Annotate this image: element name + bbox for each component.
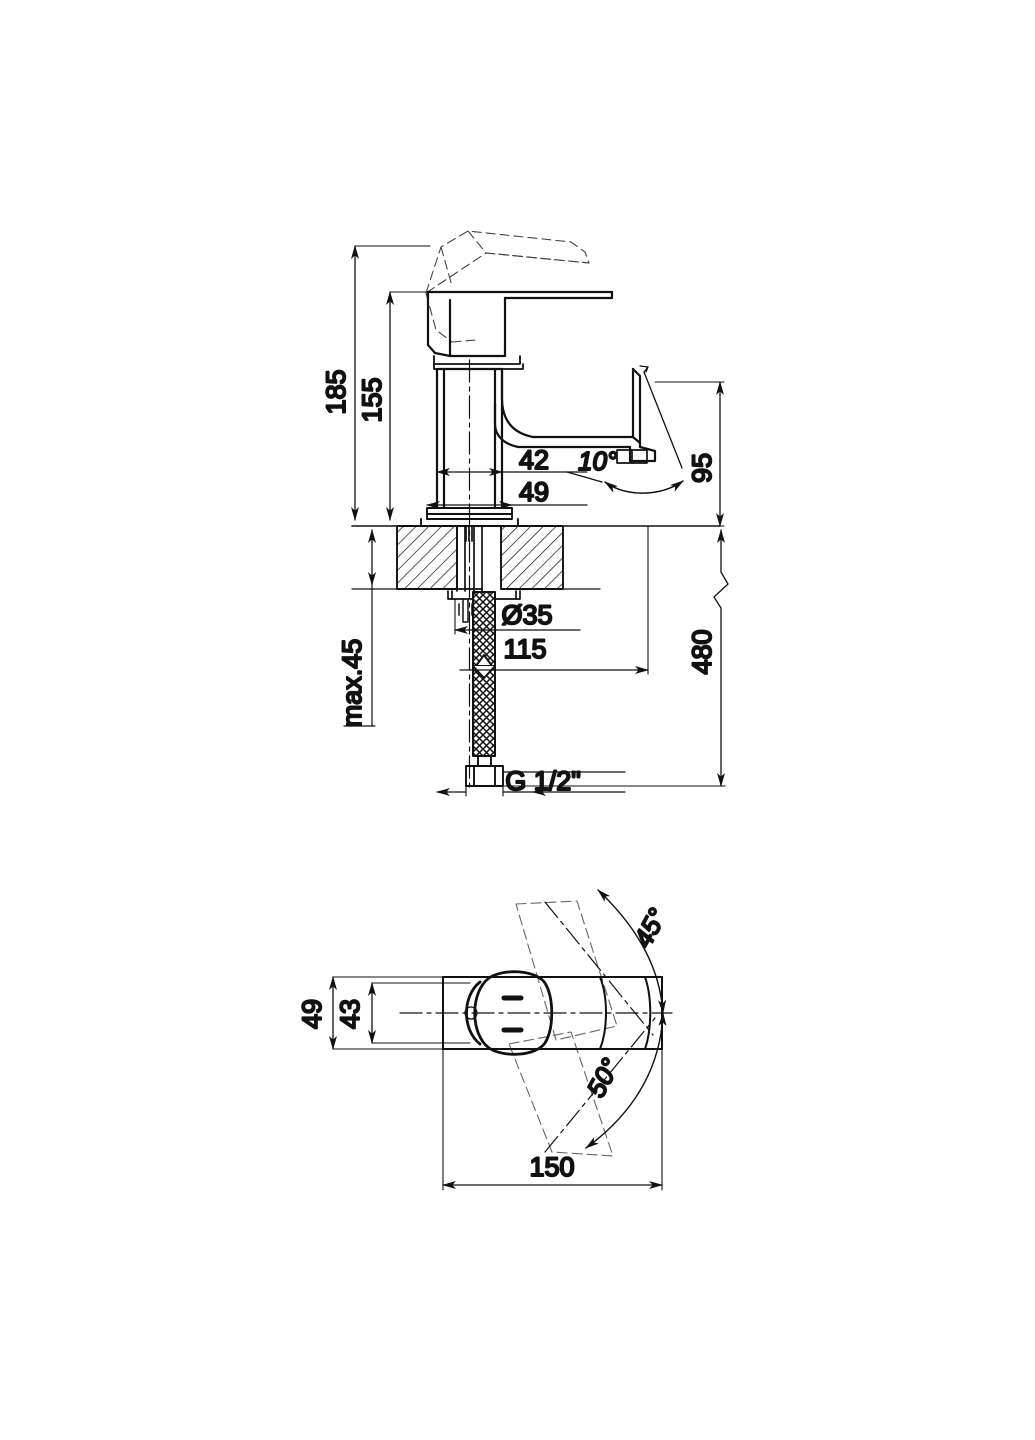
lever-open-ghost bbox=[425, 230, 590, 343]
dim-label-115: 115 bbox=[503, 634, 546, 664]
dim-185 bbox=[351, 245, 431, 527]
dim-label-95: 95 bbox=[687, 453, 717, 483]
plan-dim-50deg bbox=[585, 1012, 667, 1149]
lever-closed bbox=[426, 290, 614, 358]
dim-label-155: 155 bbox=[357, 377, 387, 422]
dim-label-185: 185 bbox=[321, 369, 351, 414]
dim-max45 bbox=[343, 529, 376, 727]
dim-d35 bbox=[454, 598, 581, 635]
dim-label-d35: Ø35 bbox=[501, 600, 552, 630]
plan-dim-label-150: 150 bbox=[529, 1152, 574, 1182]
spout bbox=[493, 367, 657, 463]
elevation-view: 185 155 42 49 10° bbox=[320, 230, 729, 797]
aerator-outlet bbox=[616, 449, 648, 464]
dim-155 bbox=[386, 291, 429, 521]
flexible-hose bbox=[472, 591, 496, 757]
dim-115 bbox=[459, 525, 649, 675]
dim-g-half bbox=[436, 771, 626, 797]
lever-rotated-ghosts bbox=[508, 900, 618, 1157]
plan-dim-49 bbox=[329, 976, 444, 1050]
dim-10deg bbox=[566, 365, 684, 494]
plan-dim-label-43: 43 bbox=[335, 999, 365, 1029]
dim-label-42: 42 bbox=[519, 445, 549, 475]
dim-label-10deg: 10° bbox=[578, 446, 617, 476]
dim-label-49: 49 bbox=[519, 477, 549, 507]
dim-95 bbox=[654, 381, 725, 527]
plan-dim-150 bbox=[442, 1012, 663, 1191]
plan-dim-43 bbox=[368, 982, 471, 1044]
dim-480 bbox=[502, 529, 729, 787]
counter-section bbox=[351, 525, 721, 590]
plan-dim-label-49: 49 bbox=[297, 999, 327, 1029]
plan-lever-marks bbox=[501, 995, 524, 1033]
dim-label-max45: max.45 bbox=[337, 639, 367, 728]
dim-label-g-half: G 1/2" bbox=[505, 766, 581, 796]
plan-dim-45deg bbox=[597, 889, 667, 1014]
dim-label-480: 480 bbox=[687, 629, 717, 674]
